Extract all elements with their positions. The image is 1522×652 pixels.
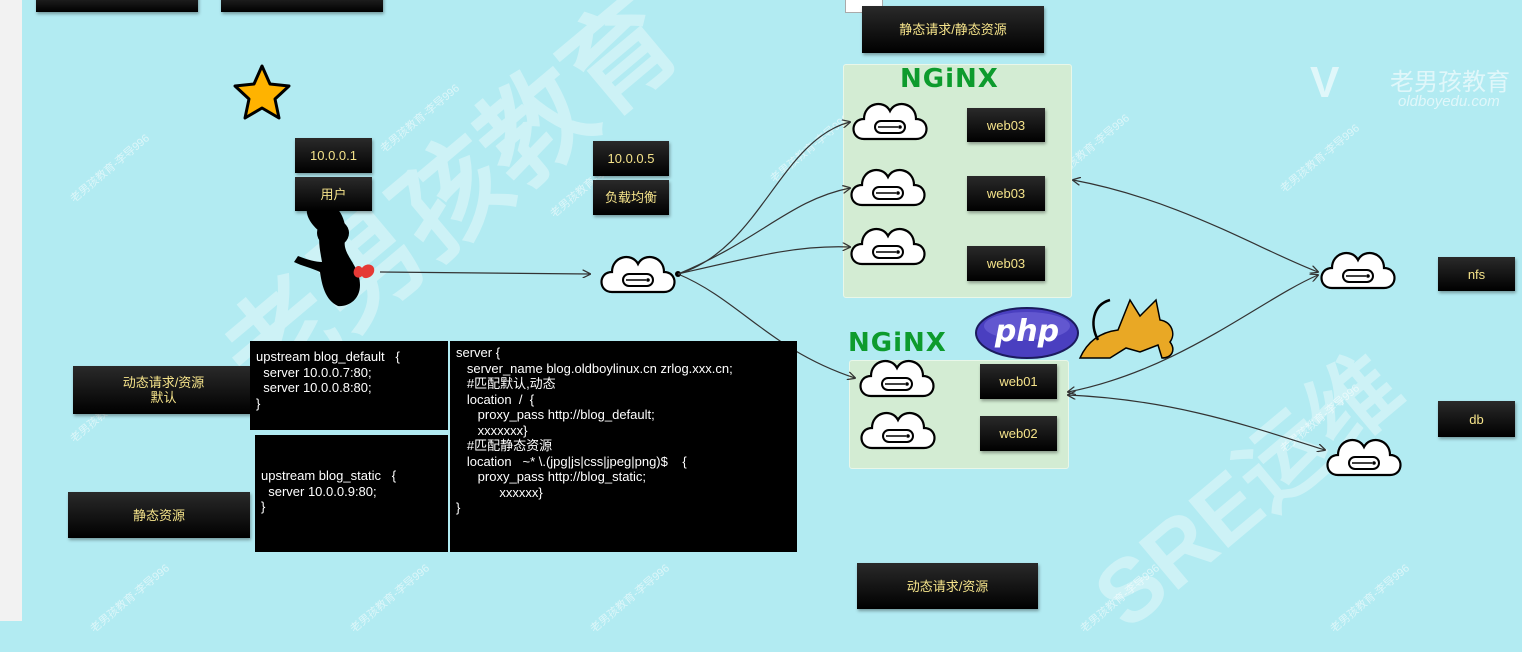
- dynamic-request-label: 动态请求/资源: [857, 563, 1038, 609]
- php-logo: [975, 307, 1079, 359]
- dynamic-to-nfs-arrow: [1068, 275, 1318, 392]
- lb-label: 负载均衡: [593, 180, 669, 215]
- nfs-cloud-icon: [1320, 251, 1396, 290]
- lb-ip-label: 10.0.0.5: [593, 141, 669, 176]
- lb-to-static-arrow: [677, 247, 850, 275]
- db-cloud-icon: [1326, 438, 1402, 477]
- lb-to-static-arrow: [677, 188, 850, 275]
- server-label-web01: web01: [980, 364, 1057, 399]
- server-cloud-icon: [852, 102, 928, 141]
- server-cloud-icon: [850, 227, 926, 266]
- cut-off-box: [36, 0, 198, 12]
- dynamic-to-db-arrow: [1068, 395, 1325, 450]
- brand-cn: 老男孩教育: [1390, 69, 1510, 96]
- nfs-label: nfs: [1438, 257, 1515, 291]
- lb-to-static-arrow: [677, 122, 850, 275]
- lb-cloud-icon: [600, 255, 676, 294]
- upstream-static-code: upstream blog_static { server 10.0.0.9:8…: [255, 435, 448, 552]
- brand-v-icon: V: [1310, 58, 1340, 107]
- tomcat-logo: [1078, 298, 1174, 359]
- lb-to-dynamic-arrow: [677, 273, 855, 378]
- php-logo-text: php: [994, 314, 1060, 349]
- user-silhouette-icon: [294, 200, 375, 307]
- brand-watermark: V 老男孩教育 oldboyedu.com: [1310, 58, 1520, 118]
- server-cloud-icon: [859, 359, 935, 398]
- static-to-nfs-arrow: [1073, 180, 1318, 272]
- server-label-web03: web03: [967, 176, 1045, 211]
- server-block-code: server { server_name blog.oldboylinux.cn…: [450, 341, 797, 552]
- user-ip-label: 10.0.0.1: [295, 138, 372, 173]
- star-icon: [233, 64, 291, 120]
- static-resource-label: 静态资源: [68, 492, 250, 538]
- static-request-label: 静态请求/静态资源: [862, 6, 1044, 53]
- server-label-web02: web02: [980, 416, 1057, 451]
- user-to-lb-arrow: [379, 272, 590, 274]
- cut-off-box: [221, 0, 383, 12]
- nginx-logo: NGiNX: [900, 64, 999, 94]
- upstream-default-code: upstream blog_default { server 10.0.0.7:…: [250, 341, 448, 430]
- server-label-web03: web03: [967, 108, 1045, 142]
- left-edge-bar: [0, 0, 22, 621]
- user-label: 用户: [295, 177, 372, 211]
- server-label-web03: web03: [967, 246, 1045, 281]
- db-label: db: [1438, 401, 1515, 437]
- dynamic-default-label: 动态请求/资源 默认: [73, 366, 254, 414]
- brand-en: oldboyedu.com: [1398, 93, 1500, 110]
- server-cloud-icon: [850, 168, 926, 207]
- server-cloud-icon: [860, 411, 936, 450]
- nginx-logo: NGiNX: [848, 328, 947, 358]
- diagram-canvas: [233, 64, 1402, 477]
